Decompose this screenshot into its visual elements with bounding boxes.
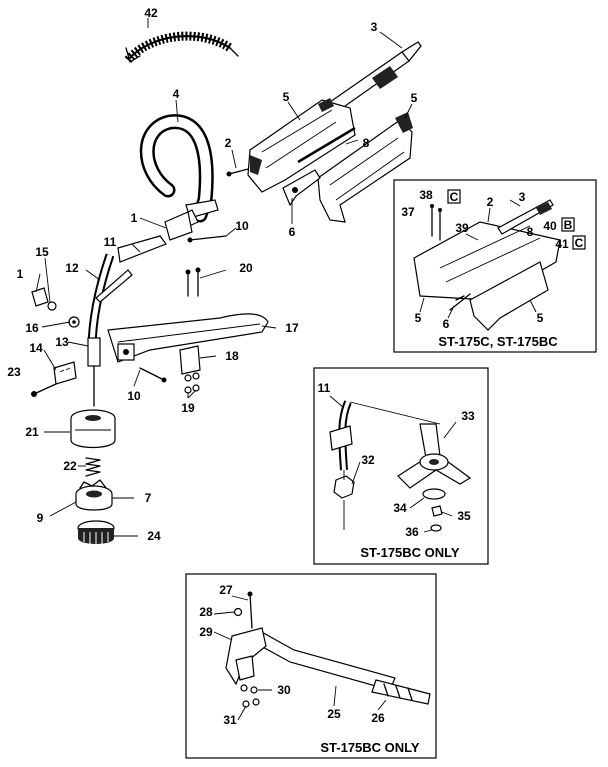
part-guard: [107, 313, 269, 363]
callout-10b: 10: [127, 389, 141, 403]
boxed-letter-b: B: [564, 218, 573, 232]
inset-bottom-callout-25: 25: [327, 707, 341, 721]
inset-top-callout-6: 6: [443, 317, 450, 331]
callout-15: 15: [35, 245, 49, 259]
inset-bottom-callout-29: 29: [199, 625, 213, 639]
part-bolt-lower: [139, 367, 167, 383]
part-spool-housing: [70, 409, 116, 449]
inset-top-callout-2: 2: [487, 195, 494, 209]
inset-mid-callout-11: 11: [318, 381, 331, 395]
callout-5: 5: [283, 90, 290, 104]
inset-top-callout-3: 3: [519, 190, 526, 204]
callout-3: 3: [371, 20, 378, 34]
part-clamp-small: [31, 287, 80, 328]
callout-18: 18: [225, 349, 239, 363]
part-housing-left: [247, 98, 356, 193]
inset-top-callout-38: 38: [419, 188, 433, 202]
inset-mid-callout-36: 36: [405, 525, 419, 539]
callout-21: 21: [25, 425, 39, 439]
inset-mid-caption: ST-175BC ONLY: [360, 545, 460, 560]
part-bolt-upper: [187, 235, 227, 243]
part-gearhead: [87, 337, 101, 407]
part-housing-right: [317, 112, 413, 223]
inset-top-callout-37: 37: [401, 205, 415, 219]
callout-42: 42: [144, 6, 158, 20]
callout-5b: 5: [411, 91, 418, 105]
part-clamp: [164, 211, 193, 241]
inset-top: C B C 38 3 37 2 39 40 8 41 5 6 5 ST-175C…: [393, 179, 597, 353]
inset-bottom-callout-30: 30: [277, 683, 291, 697]
part-guard-bracket: [179, 345, 201, 375]
inset-top-callout-39: 39: [455, 221, 469, 235]
callout-1: 1: [131, 211, 138, 225]
callout-23: 23: [7, 365, 21, 379]
callout-2: 2: [225, 136, 232, 150]
inset-bottom-callout-27: 27: [219, 583, 233, 597]
part-screws-19: [184, 372, 200, 394]
inset-top-callout-5b: 5: [537, 311, 544, 325]
callout-9: 9: [37, 511, 44, 525]
inset-top-callout-8: 8: [527, 225, 534, 239]
inset-bottom: 27 28 29 30 31 25 26 ST-175BC ONLY: [185, 573, 437, 759]
part-drive-shaft: [329, 41, 422, 112]
callout-22: 22: [63, 459, 77, 473]
part-spring: [85, 457, 101, 477]
callouts-main: 42 3 4 5 5 2 8 6 1 10 15 11 12 20 1 17 1…: [7, 6, 417, 543]
inset-mid-callout-33: 33: [461, 409, 475, 423]
inset-bottom-callout-28: 28: [199, 605, 213, 619]
callout-6: 6: [289, 225, 296, 239]
callout-14: 14: [29, 341, 43, 355]
callout-20: 20: [239, 261, 253, 275]
callout-13: 13: [55, 335, 69, 349]
inset-top-callout-5: 5: [415, 311, 422, 325]
callout-11: 11: [104, 235, 117, 249]
callout-12: 12: [65, 261, 79, 275]
callout-10: 10: [235, 219, 249, 233]
callout-17: 17: [285, 321, 299, 335]
inset-bottom-callout-26: 26: [371, 711, 385, 725]
inset-bottom-caption: ST-175BC ONLY: [320, 740, 420, 755]
part-bump-knob: [77, 520, 115, 544]
inset-mid: 11 33 32 34 35 36 ST-175BC ONLY: [313, 367, 489, 565]
callout-7: 7: [145, 491, 152, 505]
part-screws-20: [185, 267, 201, 297]
part-screw-23: [31, 383, 57, 397]
boxed-letter-c: C: [575, 236, 584, 250]
inset-top-callout-41: 41: [555, 237, 569, 251]
inset-top-caption: ST-175C, ST-175BC: [438, 334, 558, 349]
callout-1b: 1: [17, 267, 24, 281]
part-trimmer-line: [124, 31, 239, 64]
inset-top-callout-40: 40: [543, 219, 557, 233]
inset-mid-callout-34: 34: [393, 501, 407, 515]
leader-lines-main: [35, 18, 413, 537]
callout-24: 24: [147, 529, 161, 543]
part-throttle-rod: [297, 126, 356, 164]
callout-4: 4: [173, 87, 180, 101]
inset-bottom-callout-31: 31: [223, 713, 237, 727]
part-trigger: [282, 169, 321, 207]
part-spool: [75, 479, 113, 511]
inset-mid-callout-35: 35: [457, 509, 471, 523]
callout-19: 19: [181, 401, 195, 415]
boxed-letter-c-top: C: [450, 190, 459, 204]
callout-16: 16: [25, 321, 39, 335]
inset-mid-callout-32: 32: [361, 453, 375, 467]
callout-8: 8: [363, 136, 370, 150]
part-decal: [95, 269, 133, 303]
part-bracket: [53, 361, 77, 385]
